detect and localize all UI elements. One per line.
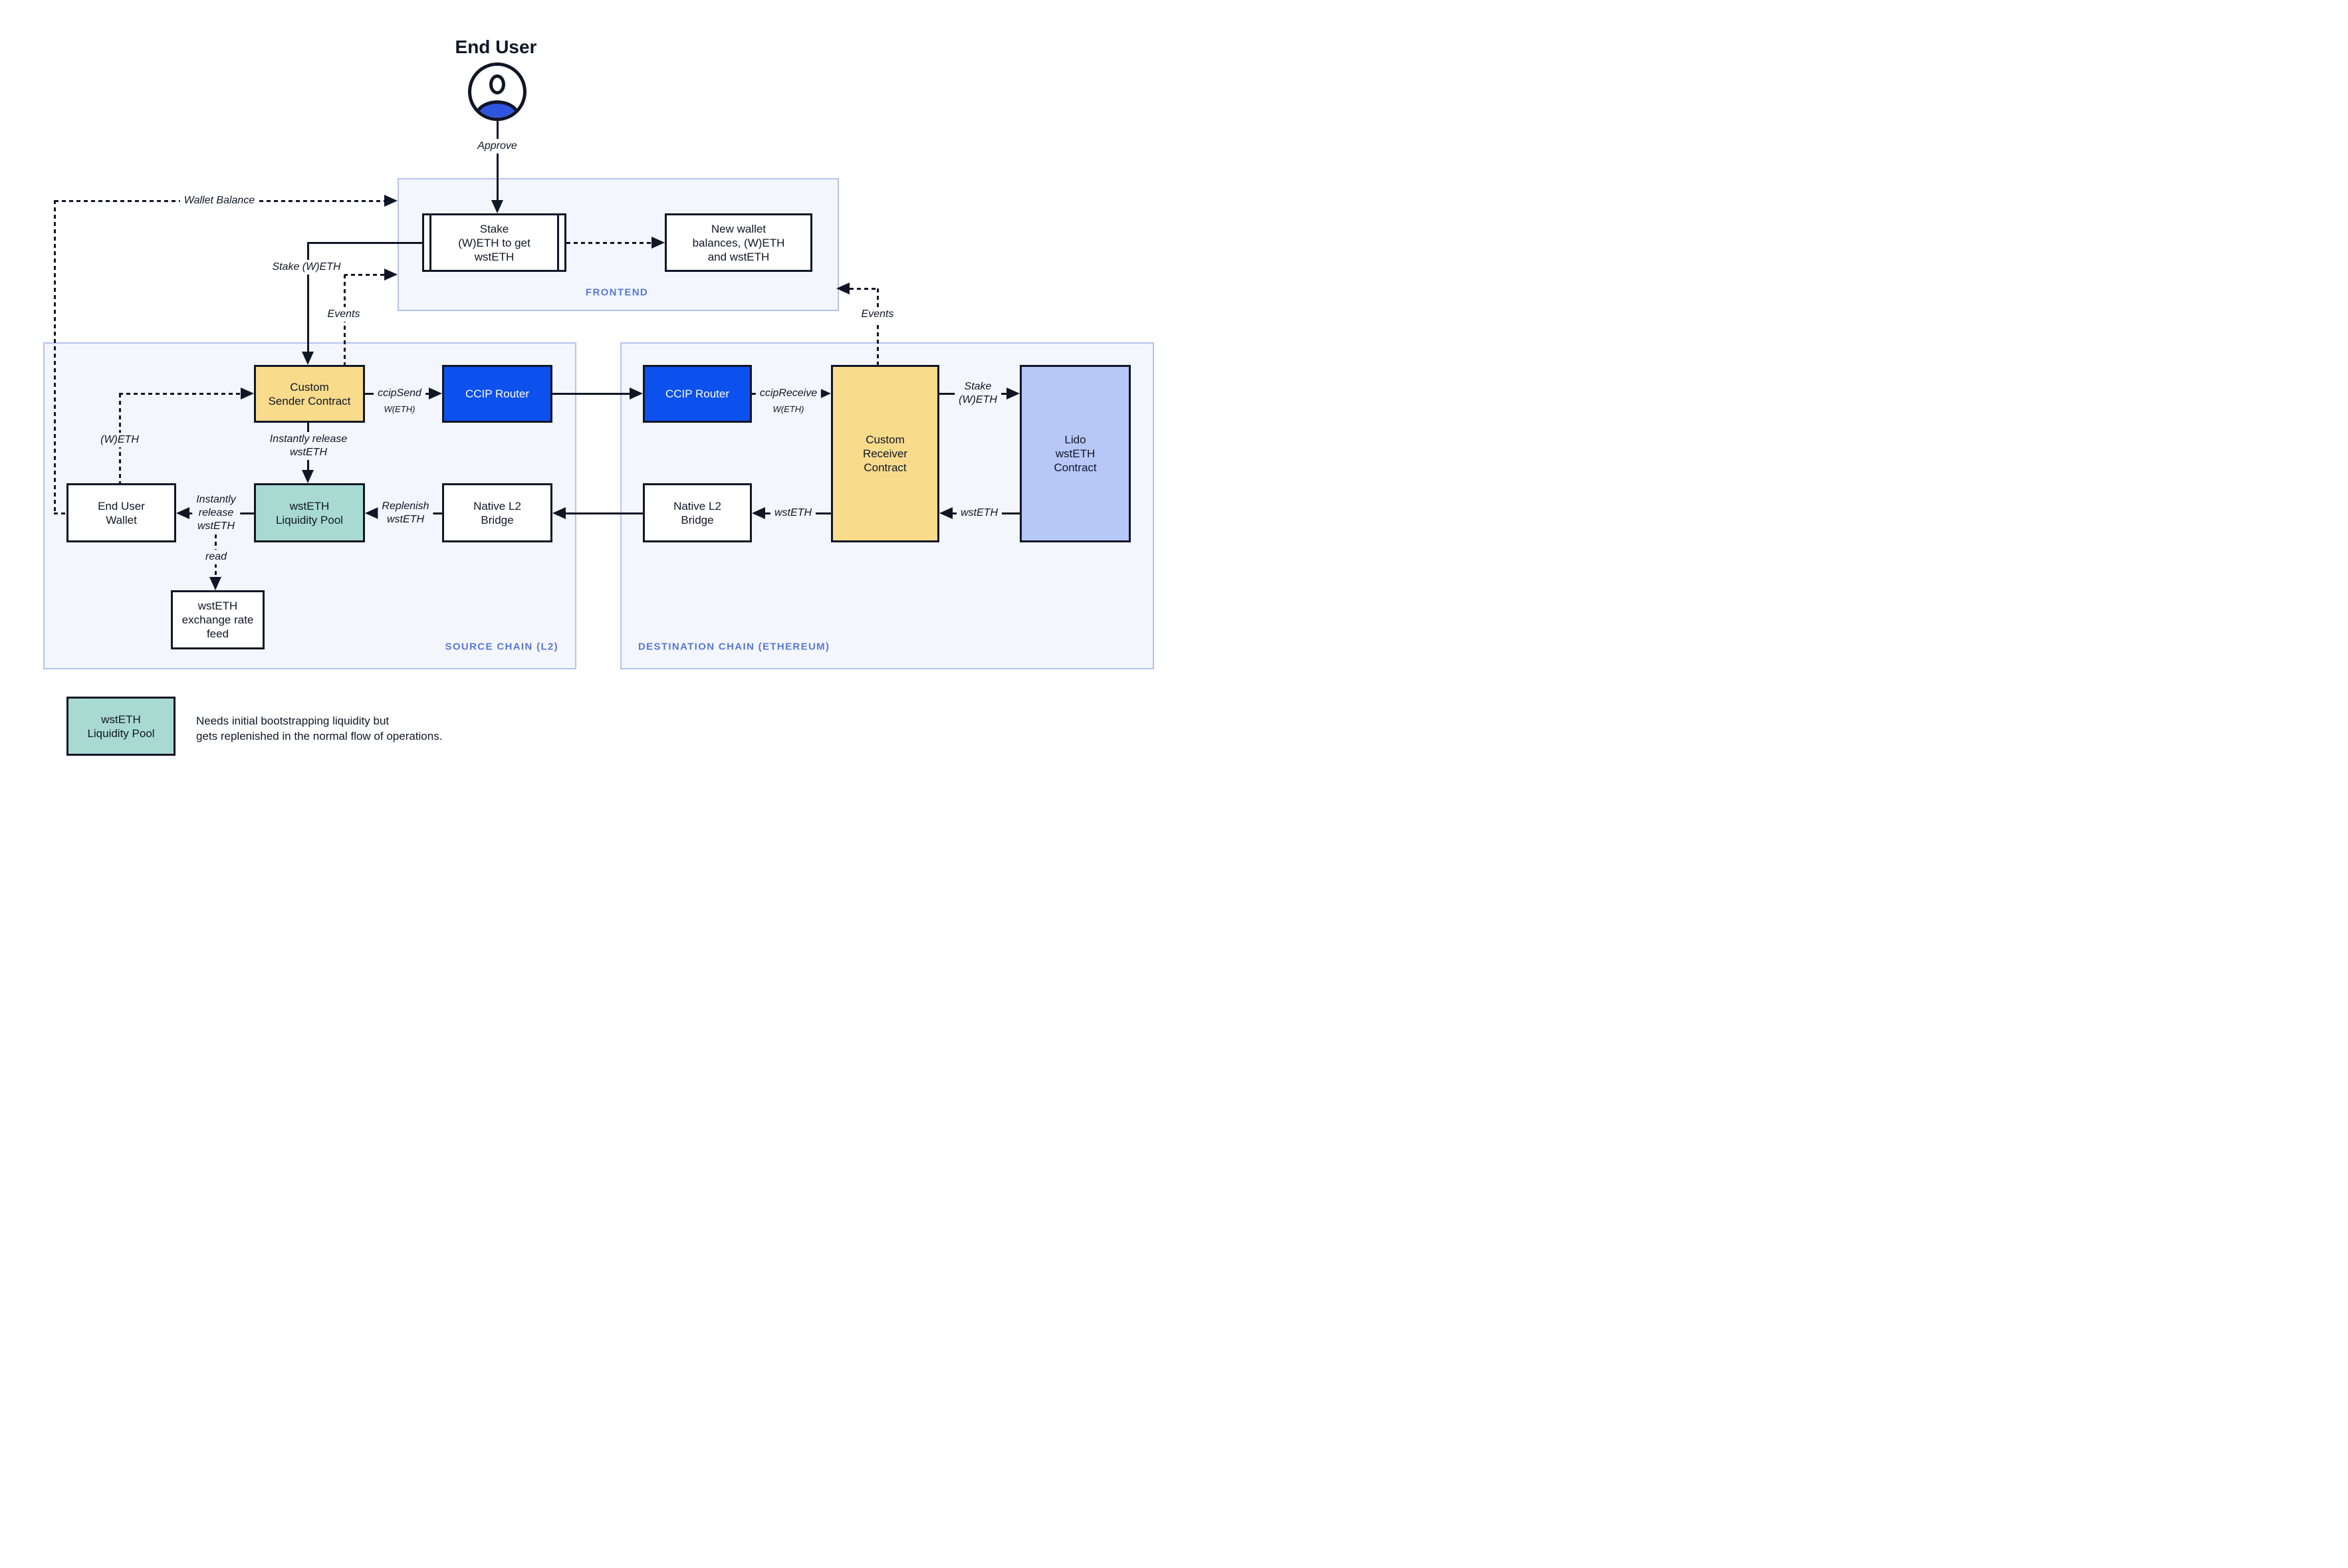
lido-wsteth-contract-label: Lido wstETH Contract bbox=[1054, 433, 1097, 474]
wsteth-liquidity-pool-box: wstETH Liquidity Pool bbox=[254, 483, 365, 542]
ccip-router-destination-box: CCIP Router bbox=[643, 365, 752, 423]
legend-liquidity-pool-box: wstETH Liquidity Pool bbox=[66, 697, 176, 756]
native-l2-bridge-source-box: Native L2 Bridge bbox=[442, 483, 552, 542]
edge-ccipsend-asset-label: W(ETH) bbox=[381, 403, 418, 416]
edge-events-right-label: Events bbox=[857, 307, 898, 322]
edge-wallet-balance-vline bbox=[54, 200, 56, 513]
edge-events-left-label: Events bbox=[323, 307, 364, 322]
edge-bridge-to-bridge-line bbox=[566, 512, 643, 514]
legend-liquidity-pool-label: wstETH Liquidity Pool bbox=[87, 713, 155, 740]
wsteth-exchange-rate-feed-label: wstETH exchange rate feed bbox=[181, 600, 254, 640]
edge-approve-line bbox=[497, 121, 499, 201]
edge-stake-weth-dest-label: Stake (W)ETH bbox=[955, 380, 1001, 407]
diagram-canvas: End User FRONTEND SOURCE CHAIN (L2) DEST… bbox=[0, 0, 1174, 784]
arrowhead-wsteth-lido bbox=[939, 507, 953, 519]
wsteth-liquidity-pool-label: wstETH Liquidity Pool bbox=[275, 499, 344, 526]
arrowhead-instant-release-v bbox=[302, 470, 314, 483]
edge-instant-release-h-label: Instantly release wstETH bbox=[192, 493, 240, 534]
arrowhead-weth bbox=[241, 388, 254, 399]
end-user-wallet-box: End User Wallet bbox=[66, 483, 176, 542]
arrowhead-wallet-balance bbox=[384, 195, 398, 207]
edge-ccipreceive-label: ccipReceive bbox=[755, 386, 822, 401]
arrowhead-ccipsend bbox=[429, 388, 442, 399]
edge-weth-label: (W)ETH bbox=[96, 433, 143, 447]
arrowhead-bridge-to-bridge bbox=[552, 507, 566, 519]
edge-read-label: read bbox=[201, 550, 231, 564]
wsteth-exchange-rate-feed-box: wstETH exchange rate feed bbox=[171, 590, 265, 649]
arrowhead-stake-to-newwallet bbox=[651, 237, 665, 249]
new-wallet-box: New wallet balances, (W)ETH and wstETH bbox=[665, 213, 812, 272]
stake-process-label: Stake (W)ETH to get wstETH bbox=[458, 222, 530, 263]
arrowhead-events-left bbox=[384, 269, 398, 280]
arrowhead-router-to-router bbox=[630, 388, 643, 399]
edge-wallet-balance-label: Wallet Balance bbox=[179, 193, 259, 208]
edge-wsteth-bridge-label: wstETH bbox=[770, 506, 816, 520]
arrowhead-stake-weth-dest bbox=[1006, 388, 1020, 399]
lido-wsteth-contract-box: Lido wstETH Contract bbox=[1020, 365, 1131, 542]
arrowhead-instant-release-h bbox=[176, 507, 189, 519]
native-l2-bridge-source-label: Native L2 Bridge bbox=[473, 499, 521, 526]
edge-ccipsend-label: ccipSend bbox=[374, 386, 425, 401]
edge-wsteth-lido-label: wstETH bbox=[957, 506, 1002, 520]
arrowhead-wsteth-bridge bbox=[752, 507, 765, 519]
source-chain-label: SOURCE CHAIN (L2) bbox=[445, 641, 558, 653]
edge-wallet-balance-stub bbox=[54, 512, 66, 514]
edge-approve-label: Approve bbox=[473, 139, 521, 154]
process-bar-left bbox=[429, 215, 431, 270]
edge-stake-weth-hline bbox=[308, 242, 422, 244]
edge-stake-to-newwallet-line bbox=[566, 242, 651, 244]
custom-sender-label: Custom Sender Contract bbox=[268, 380, 351, 407]
edge-events-right-vline bbox=[877, 288, 879, 365]
custom-receiver-contract-box: Custom Receiver Contract bbox=[831, 365, 939, 542]
edge-stake-weth-label: Stake (W)ETH bbox=[268, 260, 345, 275]
edge-stake-weth-vline bbox=[307, 242, 309, 352]
edge-router-to-router-line bbox=[552, 393, 630, 395]
custom-sender-contract-box: Custom Sender Contract bbox=[254, 365, 365, 423]
end-user-title: End User bbox=[455, 37, 537, 57]
end-user-icon bbox=[468, 62, 527, 121]
new-wallet-label: New wallet balances, (W)ETH and wstETH bbox=[692, 222, 785, 263]
arrowhead-read bbox=[209, 577, 221, 590]
native-l2-bridge-destination-box: Native L2 Bridge bbox=[643, 483, 752, 542]
process-bar-right bbox=[557, 215, 559, 270]
legend-note: Needs initial bootstrapping liquidity bu… bbox=[196, 715, 443, 742]
edge-events-right-hline bbox=[850, 288, 878, 290]
arrowhead-approve bbox=[491, 200, 503, 213]
native-l2-bridge-destination-label: Native L2 Bridge bbox=[673, 499, 721, 526]
ccip-router-destination-label: CCIP Router bbox=[665, 388, 730, 400]
stake-process-box: Stake (W)ETH to get wstETH bbox=[422, 213, 566, 272]
person-torso-icon bbox=[475, 100, 520, 118]
edge-weth-hline bbox=[119, 393, 241, 395]
arrowhead-stake-weth bbox=[302, 352, 314, 365]
ccip-router-source-box: CCIP Router bbox=[442, 365, 552, 423]
destination-chain-label: DESTINATION CHAIN (ETHEREUM) bbox=[638, 641, 830, 653]
edge-instant-release-v-label: Instantly release wstETH bbox=[265, 432, 352, 460]
edge-ccipreceive-asset-label: W(ETH) bbox=[770, 403, 807, 416]
frontend-label: FRONTEND bbox=[585, 286, 649, 298]
edge-replenish-label: Replenish wstETH bbox=[378, 499, 433, 527]
custom-receiver-label: Custom Receiver Contract bbox=[862, 433, 908, 474]
end-user-wallet-label: End User Wallet bbox=[98, 499, 145, 526]
edge-events-left-hline bbox=[344, 274, 384, 276]
arrowhead-events-right bbox=[836, 282, 850, 294]
arrowhead-replenish bbox=[365, 507, 378, 519]
person-head-icon bbox=[489, 74, 505, 94]
ccip-router-source-label: CCIP Router bbox=[465, 388, 530, 400]
